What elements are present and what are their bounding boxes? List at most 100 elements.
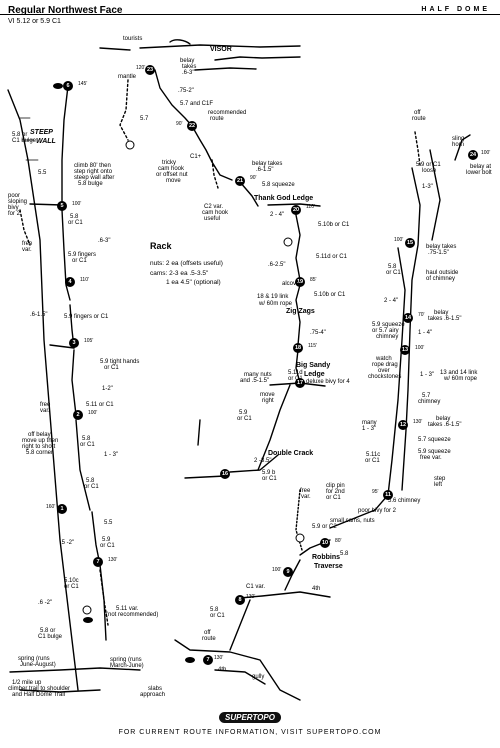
belay-number: 21 — [236, 178, 244, 184]
annotation-haul1: haul outside — [426, 270, 459, 276]
belay-17 — [295, 378, 305, 388]
annotation-haul2: of chimney — [426, 276, 456, 282]
bolt-circle-3 — [82, 605, 92, 615]
annotation-tight2: or C1 — [104, 365, 119, 371]
rack-line-2: cams: 2-3 ea .5-3.5" — [150, 270, 209, 277]
annotation-many-nuts1: many nuts — [244, 372, 272, 378]
big-sandy-label: Big Sandy — [296, 362, 331, 369]
route-line-13 — [454, 134, 471, 161]
robbins-label: Robbins — [312, 554, 340, 561]
annotation-p59c1-bb: or C1 — [100, 543, 115, 549]
annotation-belay-takes-4b: takes .6-1.5" — [428, 316, 462, 322]
annotation-off-route-top2: route — [412, 116, 426, 122]
annotation-fourth: 4th — [312, 586, 321, 592]
belay-length: 130' — [246, 594, 256, 600]
annotation-p2-4a: 2 - 4" — [270, 212, 285, 218]
belay-20 — [291, 205, 301, 215]
annotation-p511-c1: 5.11 or C1 — [86, 402, 114, 408]
annotation-move-right2: right — [262, 398, 274, 404]
belay-22 — [187, 121, 197, 131]
annotation-tricky4: move — [166, 178, 181, 184]
annotation-watch2: rope drag — [372, 362, 398, 368]
dashed-upper — [119, 79, 129, 141]
annotation-off-route-top1: off — [414, 110, 421, 116]
annotation-p55b: 5.5 — [104, 520, 113, 526]
route-line-22 — [191, 125, 233, 181]
belay-1 — [93, 557, 103, 567]
left-wall — [7, 89, 79, 691]
belay-5 — [65, 277, 75, 287]
annotation-clip-pin3: or C1 — [326, 495, 341, 501]
bottom-gully — [174, 639, 301, 701]
belay-number: 15 — [406, 240, 414, 246]
annotation-watch3: over — [378, 368, 390, 374]
annotation-p58-or-c1b: or C1 — [68, 220, 83, 226]
annotation-chim56: 5.6 chimney — [388, 498, 421, 504]
annotation-p510c: 5.10c — [64, 578, 79, 584]
annotation-or-c1: or C1 — [288, 376, 303, 382]
annotation-belay-takes-2: belay takes — [252, 161, 283, 167]
belay-length: 90' — [176, 121, 183, 127]
annotation-fingers1: 5.9 fingers — [68, 252, 97, 258]
route-title: Regular Northwest Face — [8, 5, 123, 16]
bolt-circle-4 — [295, 533, 305, 543]
visor-edge-2 — [214, 56, 301, 61]
annotation-p511d: 5.11d — [288, 370, 303, 376]
annotation-poor-sloping2: sloping — [8, 199, 28, 205]
belay-length: 110' — [306, 204, 315, 210]
ledge-8 — [239, 591, 331, 599]
belay-number: 7 — [96, 559, 100, 565]
annotation-p58c1-3: 5.8 — [82, 436, 91, 442]
right-dashed — [414, 131, 421, 166]
belay-9 — [283, 567, 293, 577]
belay-markers — [57, 65, 478, 665]
annotation-p5-2: .5 -2" — [60, 540, 75, 546]
annotation-belay-lower1: belay at — [470, 164, 492, 170]
bolt-circle-1 — [283, 237, 293, 247]
belay-number: 7 — [206, 657, 210, 663]
rack-line-1: nuts: 2 ea (offsets useful) — [150, 260, 223, 267]
route-grade: VI 5.12 or 5.9 C1 — [8, 18, 61, 25]
tourist-rock — [169, 39, 191, 45]
big-sandy-label-2: Ledge — [304, 371, 325, 378]
route-line-23 — [154, 69, 193, 127]
bivy-icon-1 — [53, 83, 63, 89]
annotation-link1: 18 & 19 link — [257, 294, 289, 300]
annotation-p75-2: .75-2" — [178, 88, 194, 94]
belay-24 — [468, 150, 478, 160]
belay-number: 3 — [72, 340, 76, 346]
belay-number: 17 — [296, 380, 304, 386]
annotation-p58c1-4b: or C1 — [84, 484, 99, 490]
belay-number: 22 — [188, 123, 196, 129]
annotation-p511var1: 5.11 var. — [116, 606, 139, 612]
annotation-p58-or-c1: 5.8 — [70, 214, 79, 220]
belay-number: 9 — [286, 569, 290, 575]
annotation-step-left2: left — [434, 482, 443, 488]
belay-length: 160' — [46, 504, 56, 510]
annotation-many13-1: many — [362, 420, 377, 426]
annotation-many13-2: 1 - 3" — [362, 426, 377, 432]
bivy-icons — [53, 83, 195, 663]
ground — [9, 667, 141, 673]
annotation-link13-1: 13 and 14 link — [440, 370, 478, 376]
belay-length: 100' — [88, 410, 98, 416]
annotation-poor-bivy2: poor bivy for 2 — [358, 508, 397, 514]
annotation-free-var2: var. — [301, 494, 311, 500]
annotation-approach1: 1/2 mile up — [12, 680, 42, 686]
annotation-free-var: free — [300, 488, 311, 494]
belay-21 — [235, 176, 245, 186]
steep-wall — [19, 117, 39, 161]
belay-number: 13 — [401, 347, 409, 353]
annotation-alcove: alcove — [282, 281, 300, 287]
belay-23 — [145, 65, 155, 75]
annotation-p2-35: 2 -3.5" — [254, 458, 272, 464]
annotation-p58r: 5.8 — [340, 551, 349, 557]
annotation-climb80-1: climb 80' then — [74, 163, 111, 169]
belay-number: 5 — [60, 203, 64, 209]
annotation-p1-3b: 1 - 3" — [420, 372, 435, 378]
annotation-tricky1: tricky — [162, 160, 176, 166]
annotation-p510b-c1b: 5.10b or C1 — [314, 292, 346, 298]
belay-length: 100' — [394, 237, 404, 243]
bivy-icon-3 — [185, 657, 195, 663]
